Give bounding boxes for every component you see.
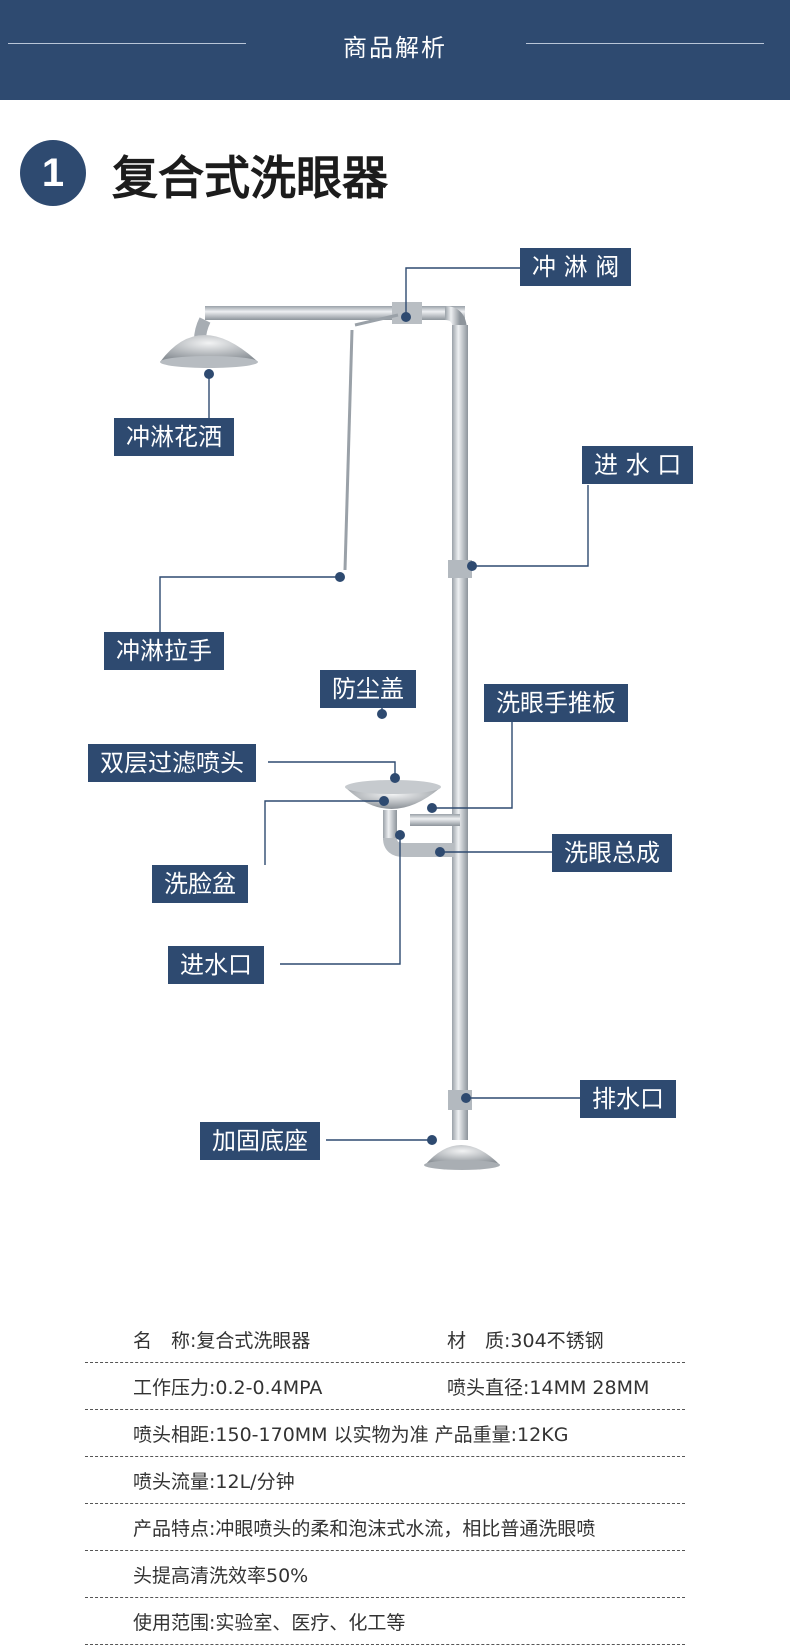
- spec-working-pressure: 工作压力:0.2-0.4MPA: [133, 1377, 323, 1399]
- label-eyewash-push-plate: 洗眼手推板: [484, 684, 628, 722]
- label-eyewash-assembly: 洗眼总成: [552, 834, 672, 872]
- section-title: 复合式洗眼器: [112, 151, 388, 205]
- base-stem: [452, 1110, 468, 1140]
- eyewash-bowl-rim: [345, 780, 441, 794]
- spec-row: 工作压力:0.2-0.4MPA 喷头直径:14MM 28MM: [85, 1363, 685, 1410]
- spec-row: 名 称:复合式洗眼器 材 质:304不锈钢: [85, 1316, 685, 1363]
- eyewash-station-illustration: [159, 267, 589, 1170]
- label-water-inlet-top: 进 水 口: [582, 446, 694, 484]
- spec-features: 产品特点:冲眼喷头的柔和泡沫式水流，相比普通洗眼喷: [133, 1518, 596, 1540]
- callout-leader-lines: [159, 267, 589, 1141]
- inlet-union: [448, 560, 472, 578]
- section-number-badge: 1: [20, 140, 86, 206]
- eyewash-bowl: [346, 788, 440, 809]
- header-title: 商品解析: [343, 34, 447, 62]
- header-divider-right: [526, 43, 764, 44]
- basin-drain-pipe: [383, 810, 397, 840]
- spec-material: 材 质:304不锈钢: [447, 1330, 604, 1352]
- top-pipe: [205, 306, 465, 320]
- label-water-inlet-bottom: 进水口: [168, 946, 264, 984]
- valve-lever: [354, 313, 399, 327]
- shower-head: [160, 335, 258, 362]
- main-pipe: [452, 325, 468, 1130]
- pull-rod: [343, 329, 354, 571]
- spec-row: 喷头流量:12L/分钟: [85, 1457, 685, 1504]
- spec-usage-scope: 使用范围:实验室、医疗、化工等: [133, 1612, 406, 1634]
- label-double-filter-nozzle: 双层过滤喷头: [88, 744, 256, 782]
- base-rim: [424, 1160, 500, 1170]
- spec-features-continued: 头提高清洗效率50%: [133, 1565, 309, 1587]
- label-dust-cover: 防尘盖: [320, 670, 416, 708]
- spec-flow-rate: 喷头流量:12L/分钟: [133, 1471, 295, 1493]
- label-shower-head: 冲淋花洒: [114, 418, 234, 456]
- eyewash-feed-pipe: [383, 837, 454, 857]
- label-pull-handle: 冲淋拉手: [104, 632, 224, 670]
- label-drain-outlet: 排水口: [580, 1080, 676, 1118]
- spec-row: 产品特点:冲眼喷头的柔和泡沫式水流，相比普通洗眼喷: [85, 1504, 685, 1551]
- spec-row: 头提高清洗效率50%: [85, 1551, 685, 1598]
- callout-dots: [204, 312, 477, 1145]
- spec-nozzle-spacing-weight: 喷头相距:150-170MM 以实物为准 产品重量:12KG: [133, 1424, 569, 1446]
- spec-table: 名 称:复合式洗眼器 材 质:304不锈钢 工作压力:0.2-0.4MPA 喷头…: [85, 1316, 685, 1645]
- shower-head-rim: [160, 356, 258, 368]
- reinforced-base-plate: [425, 1145, 500, 1165]
- spec-row: 喷头相距:150-170MM 以实物为准 产品重量:12KG: [85, 1410, 685, 1457]
- label-wash-basin: 洗脸盆: [152, 865, 248, 903]
- page-header: 商品解析: [0, 0, 790, 100]
- spec-nozzle-diameter: 喷头直径:14MM 28MM: [447, 1377, 650, 1399]
- label-reinforced-base: 加固底座: [200, 1122, 320, 1160]
- product-diagram: 冲 淋 阀 冲淋花洒 进 水 口 冲淋拉手 防尘盖 洗眼手推板 双层过滤喷头 洗…: [0, 230, 790, 1230]
- spec-row: 使用范围:实验室、医疗、化工等: [85, 1598, 685, 1645]
- push-plate-linkage: [410, 814, 460, 826]
- spec-name: 名 称:复合式洗眼器: [133, 1330, 311, 1352]
- header-divider-left: [8, 43, 246, 44]
- label-shower-valve: 冲 淋 阀: [520, 248, 632, 286]
